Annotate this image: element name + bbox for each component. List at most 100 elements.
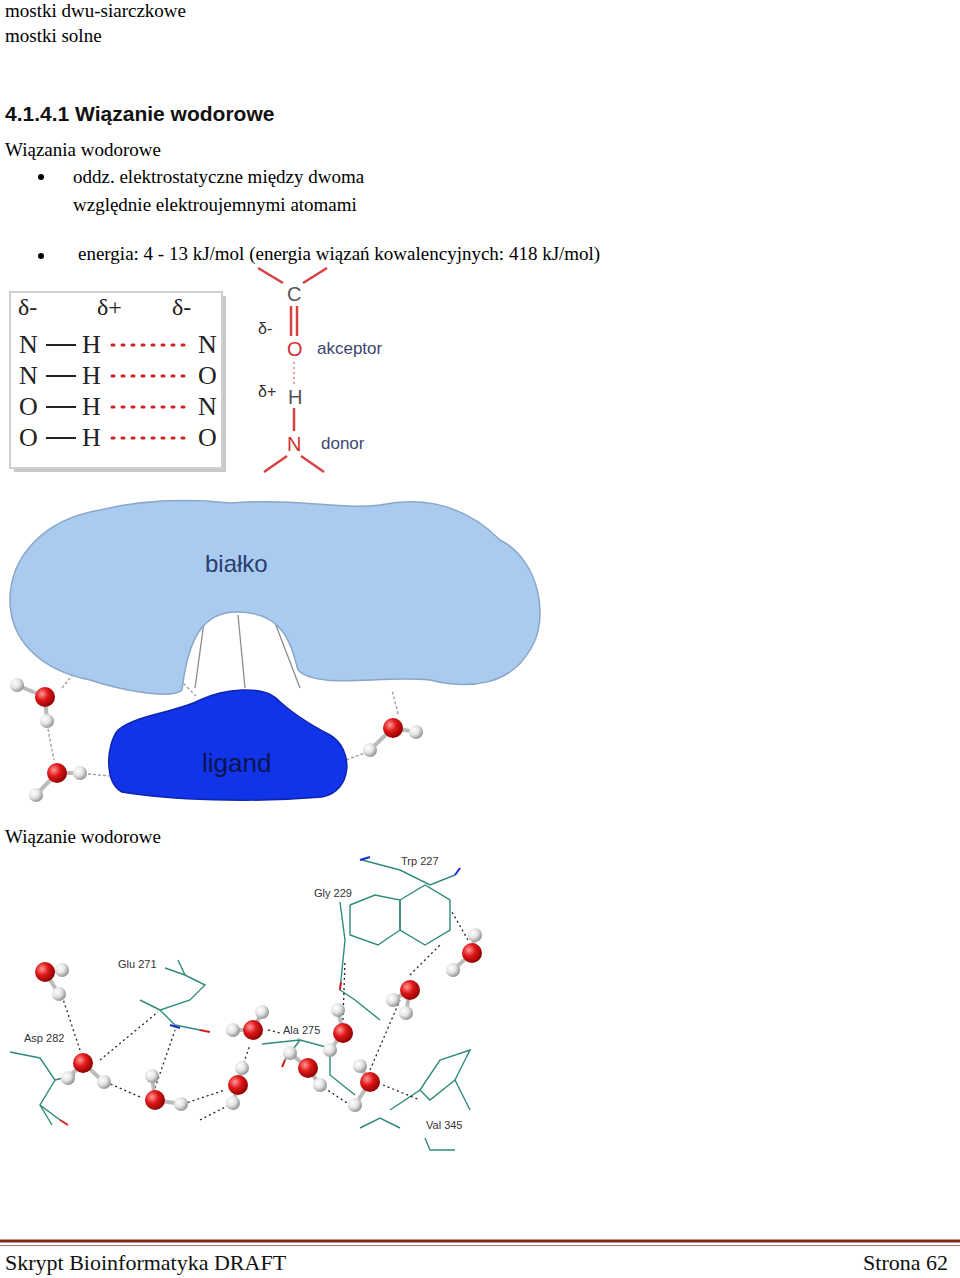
hydrogen-atom (313, 1078, 327, 1092)
text-label: N (287, 433, 301, 456)
bullet (38, 253, 44, 259)
text-label: oddz. elektrostatyczne między dwoma wzgl… (73, 164, 408, 219)
text-label: O (19, 423, 38, 453)
oxygen-atom (228, 1075, 248, 1095)
label-text: N (287, 433, 301, 455)
label-text: Asp 282 (24, 1032, 64, 1044)
hbond-dash (392, 690, 398, 714)
text-label: H (82, 423, 101, 453)
label-text: O (198, 423, 217, 452)
oxygen-atom (462, 943, 482, 963)
footer-rule (0, 1240, 960, 1243)
blob-outline (108, 688, 353, 800)
label-text: Val 345 (426, 1119, 463, 1131)
residue-stick (140, 1000, 160, 1010)
hydrogen-atom (331, 1003, 345, 1017)
text-label: N (198, 392, 217, 422)
label-text: N (19, 361, 38, 390)
heteroatom-stick (60, 1120, 68, 1125)
text-label: H (82, 361, 101, 391)
hydrogen-atom (409, 725, 423, 739)
text-label: δ- (258, 320, 272, 338)
hbond-dash (106, 1082, 140, 1097)
label-text: donor (321, 434, 364, 453)
heteroatom-stick (340, 982, 341, 990)
label-text: Trp 227 (401, 855, 439, 867)
text-label: N (19, 330, 38, 360)
hbond-connector (238, 615, 245, 688)
hydrogen-atom (235, 1061, 249, 1075)
heading-text: 4.1.4.1 Wiązanie wodorowe (5, 102, 274, 125)
oxygen-atom (73, 1053, 93, 1073)
hydrogen-atom (348, 1098, 362, 1112)
hydrogen-atom (145, 1069, 159, 1083)
hydrogen-atom (40, 714, 54, 728)
bullet (38, 174, 44, 180)
section-heading: 4.1.4.1 Wiązanie wodorowe (5, 102, 274, 126)
label-text: δ- (258, 320, 272, 337)
hydrogen-atom (446, 963, 460, 977)
label-text: Glu 271 (118, 958, 157, 970)
text-label: O (198, 361, 217, 391)
text-label: Strona 62 (863, 1250, 948, 1275)
text-label: Val 345 (425, 1115, 464, 1133)
hydrogen-atom (55, 963, 69, 977)
oxygen-atom (383, 718, 403, 738)
text-label: N (19, 361, 38, 391)
blob-outline (10, 498, 550, 615)
text-label: C (287, 283, 301, 306)
text-label: H (288, 386, 302, 409)
blob-shape (10, 501, 540, 694)
label-text: O (19, 423, 38, 452)
heteroatom-stick (282, 1060, 285, 1067)
label-text: H (82, 330, 101, 359)
hydrogen-atom (386, 993, 400, 1007)
shape-node: ligand (108, 688, 353, 800)
residue-stick (425, 1138, 455, 1150)
label-text: Gly 229 (314, 887, 352, 899)
footer-rule (0, 1245, 960, 1246)
oxygen-atom (400, 980, 420, 1000)
oxygen-atom (145, 1090, 165, 1110)
label-text: Skrypt Bioinformatyka DRAFT (5, 1250, 286, 1275)
text-label: mostki dwu-siarczkowe (5, 0, 186, 22)
hbond-dots (112, 345, 192, 438)
label-text: Ala 275 (283, 1024, 320, 1036)
label-text: H (82, 361, 101, 390)
label-text: δ- (172, 294, 191, 320)
residue-stick (262, 1040, 355, 1095)
text-label: Gly 229 (313, 883, 353, 901)
label-text: mostki dwu-siarczkowe (5, 0, 186, 21)
hbond-line (293, 362, 295, 384)
oxygen-atom (298, 1058, 318, 1078)
label-text: Strona 62 (863, 1250, 948, 1275)
hydrogen-atom (226, 1096, 240, 1110)
label-text: mostki solne (5, 25, 102, 46)
heteroatom-stick (455, 868, 460, 875)
hbond-dash (100, 1012, 158, 1060)
hydrogen-atom (363, 743, 377, 757)
residue-stick (390, 1050, 470, 1110)
text-label: mostki solne (5, 25, 102, 47)
hydrogen-atom (29, 788, 43, 802)
residue-stick (420, 1080, 455, 1100)
text-label: O (19, 392, 38, 422)
hydrogen-atom (73, 766, 87, 780)
oxygen-atom (35, 962, 55, 982)
hydrogen-atom (468, 928, 482, 942)
text-label: akceptor (316, 339, 383, 359)
hydrogen-atom (399, 1006, 413, 1020)
text-label: Asp 282 (23, 1028, 65, 1046)
table-box (10, 292, 222, 468)
label-text: O (287, 338, 303, 360)
text-label: Trp 227 (400, 851, 440, 869)
oxygen-atom (47, 763, 67, 783)
residue-stick (400, 885, 450, 945)
label-text: H (288, 386, 302, 408)
label-text: δ+ (97, 294, 122, 320)
text-label: H (82, 392, 101, 422)
text-label: Wiązania wodorowe (5, 139, 161, 161)
blob-shape (109, 690, 347, 800)
label-text: O (198, 361, 217, 390)
